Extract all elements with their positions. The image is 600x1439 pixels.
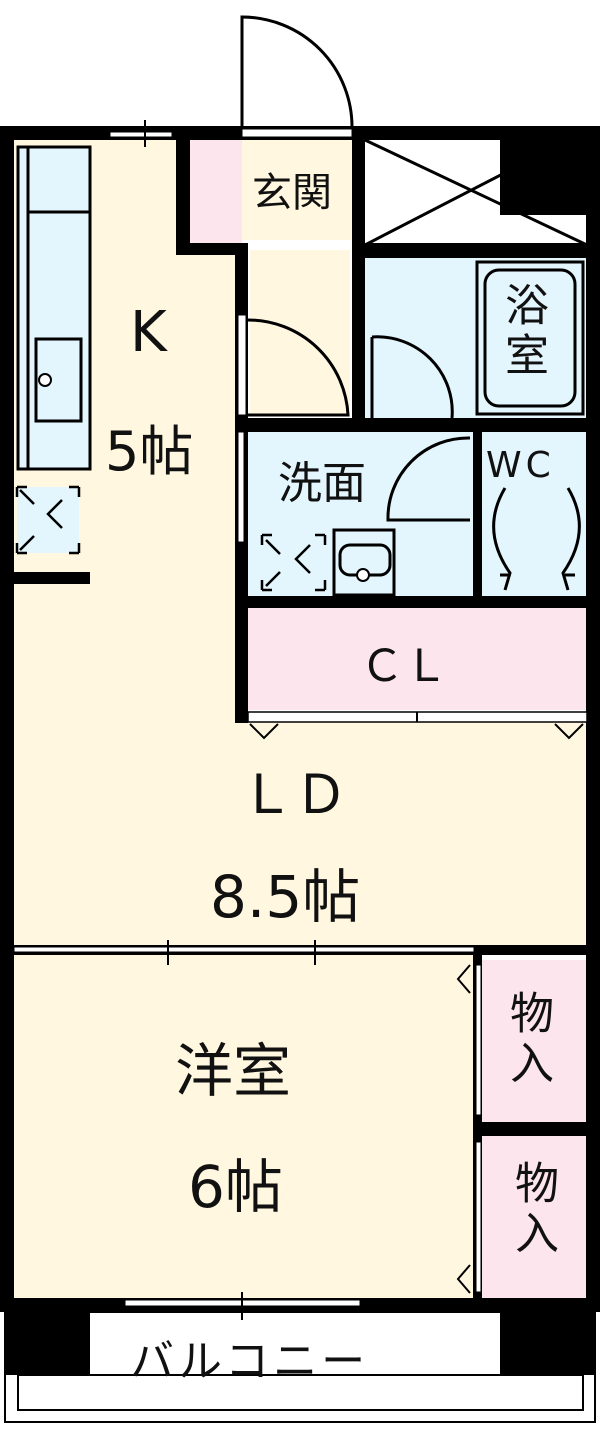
wc-door-icon xyxy=(386,436,471,522)
storage-upper-floor xyxy=(482,960,587,1122)
toilet-label: WC xyxy=(486,445,555,486)
bath-door-icon xyxy=(371,335,454,419)
shoe-storage xyxy=(190,140,242,245)
entry-door-icon xyxy=(240,15,354,129)
western-room-label: 洋室 xyxy=(175,1037,292,1105)
ld-size: 8.5帖 xyxy=(210,863,361,931)
fridge-space-icon xyxy=(15,485,81,555)
hall-floor xyxy=(250,250,350,415)
balcony-outline xyxy=(4,1311,596,1423)
entrance-floor xyxy=(242,140,352,240)
kitchen-size: 5帖 xyxy=(105,420,194,483)
toilet-floor xyxy=(482,432,587,597)
washing-machine-space-icon xyxy=(260,533,327,592)
wash-basin-icon xyxy=(332,528,396,597)
storage-lower-label: 物入 xyxy=(507,1160,558,1260)
ld-floor xyxy=(14,720,586,950)
bathtub-icon xyxy=(475,260,585,416)
washroom-label: 洗面 xyxy=(278,458,366,509)
western-room-size: 6帖 xyxy=(188,1153,283,1221)
bath-label: 浴室 xyxy=(497,282,548,382)
closet-label: ＣＬ xyxy=(360,641,448,692)
ld-label: ＬＤ xyxy=(240,763,348,826)
entrance-label: 玄関 xyxy=(252,170,332,216)
balcony-label: バルコニー xyxy=(130,1336,370,1387)
western-room-floor xyxy=(14,955,474,1300)
storage-lower-floor xyxy=(482,1136,587,1298)
closet-floor xyxy=(248,608,587,710)
toilet-icon xyxy=(492,487,581,591)
void-cross-icon xyxy=(364,138,588,247)
storage-upper-label: 物入 xyxy=(502,990,553,1090)
hall-door-icon xyxy=(247,318,350,417)
kitchen-label: K xyxy=(130,300,167,365)
